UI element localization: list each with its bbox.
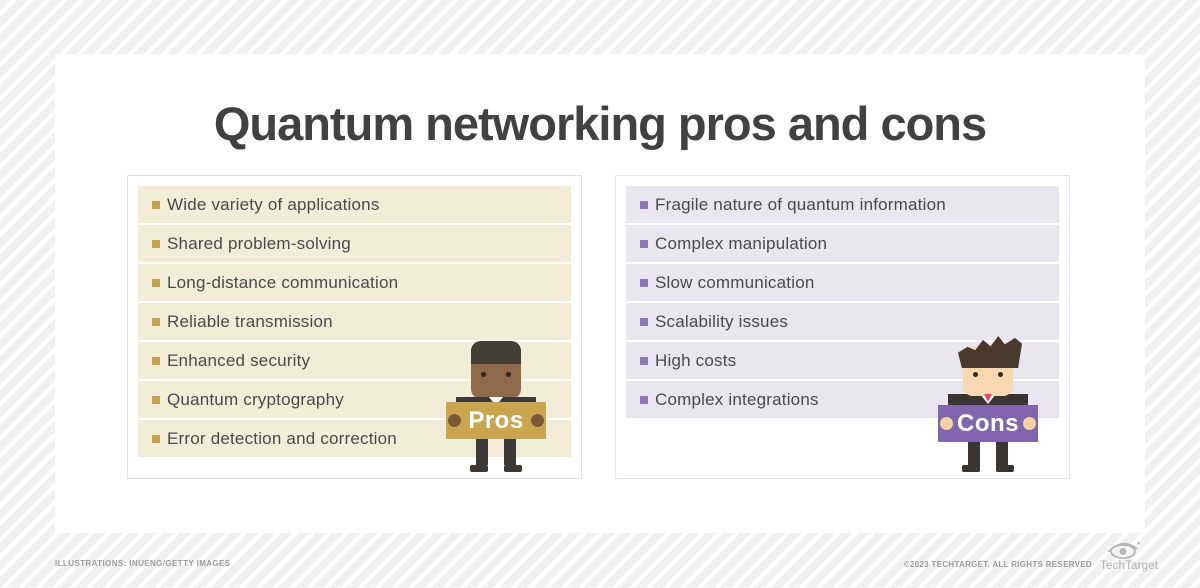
techtarget-logo: TechTarget xyxy=(1100,540,1159,572)
bullet-square-icon xyxy=(152,317,160,326)
list-item-label: Scalability issues xyxy=(655,312,789,331)
bullet-square-icon xyxy=(640,278,648,287)
list-item: Slow communication xyxy=(626,264,1059,301)
bullet-square-icon xyxy=(152,278,160,287)
eye-icon xyxy=(1107,541,1140,559)
character-spiky-hair xyxy=(958,336,1022,368)
list-item-label: Complex manipulation xyxy=(655,234,828,253)
bullet-square-icon xyxy=(152,200,160,209)
list-item-label: High costs xyxy=(655,351,737,370)
eye-icon xyxy=(506,372,511,377)
character-head xyxy=(471,341,521,399)
bullet-square-icon xyxy=(152,395,160,404)
list-item-label: Quantum cryptography xyxy=(167,390,344,409)
character-foot xyxy=(996,465,1014,472)
bullet-square-icon xyxy=(640,317,648,326)
character-hand xyxy=(1023,417,1036,430)
list-item-label: Fragile nature of quantum information xyxy=(655,195,946,214)
character-leg xyxy=(968,442,980,466)
list-item: Long-distance communication xyxy=(138,264,571,301)
page-title: Quantum networking pros and cons xyxy=(213,97,987,150)
list-item-label: Long-distance communication xyxy=(167,273,399,292)
cons-panel: Fragile nature of quantum information Co… xyxy=(615,175,1070,479)
pros-panel: Wide variety of applications Shared prob… xyxy=(127,175,582,479)
bullet-square-icon xyxy=(152,356,160,365)
character-tie xyxy=(984,394,992,402)
character-hand xyxy=(531,414,544,427)
list-item-label: Slow communication xyxy=(655,273,815,292)
bullet-square-icon xyxy=(152,239,160,248)
bullet-square-icon xyxy=(640,395,648,404)
list-item-label: Wide variety of applications xyxy=(167,195,380,214)
list-item: Fragile nature of quantum information xyxy=(626,186,1059,223)
bullet-square-icon xyxy=(152,434,160,443)
techtarget-logo-text: TechTarget xyxy=(1100,560,1159,572)
character-hand xyxy=(448,414,461,427)
bullet-square-icon xyxy=(640,200,648,209)
list-item: Scalability issues xyxy=(626,303,1059,340)
character-leg xyxy=(996,442,1008,466)
character-foot xyxy=(470,465,488,472)
pros-character-illustration: Pros xyxy=(446,341,546,472)
character-hair xyxy=(471,341,521,364)
cons-character-illustration: Cons xyxy=(938,336,1038,472)
list-item-label: Shared problem-solving xyxy=(167,234,351,253)
character-hand xyxy=(940,417,953,430)
list-item: Reliable transmission xyxy=(138,303,571,340)
list-item: Complex manipulation xyxy=(626,225,1059,262)
illustration-credits: ILLUSTRATIONS: INUENG/GETTY IMAGES xyxy=(55,559,231,568)
pros-sign: Pros xyxy=(446,402,546,439)
copyright-text: ©2023 TECHTARGET. ALL RIGHTS RESERVED xyxy=(903,560,1092,569)
list-item-label: Reliable transmission xyxy=(167,312,333,331)
infographic-card: Quantum networking pros and cons Wide va… xyxy=(55,54,1145,533)
eye-icon xyxy=(973,372,978,377)
list-item-label: Enhanced security xyxy=(167,351,311,370)
pros-sign-label: Pros xyxy=(468,406,524,434)
bullet-square-icon xyxy=(640,239,648,248)
cons-sign-label: Cons xyxy=(957,409,1019,437)
list-item: Shared problem-solving xyxy=(138,225,571,262)
cons-sign: Cons xyxy=(938,405,1038,442)
list-item-label: Error detection and correction xyxy=(167,429,397,448)
eye-icon xyxy=(998,372,1003,377)
character-foot xyxy=(962,465,980,472)
list-item: Wide variety of applications xyxy=(138,186,571,223)
bullet-square-icon xyxy=(640,356,648,365)
character-foot xyxy=(504,465,522,472)
character-shirt xyxy=(489,397,503,406)
character-leg xyxy=(504,439,516,465)
character-leg xyxy=(476,439,488,465)
eye-icon xyxy=(481,372,486,377)
list-item-label: Complex integrations xyxy=(655,390,819,409)
